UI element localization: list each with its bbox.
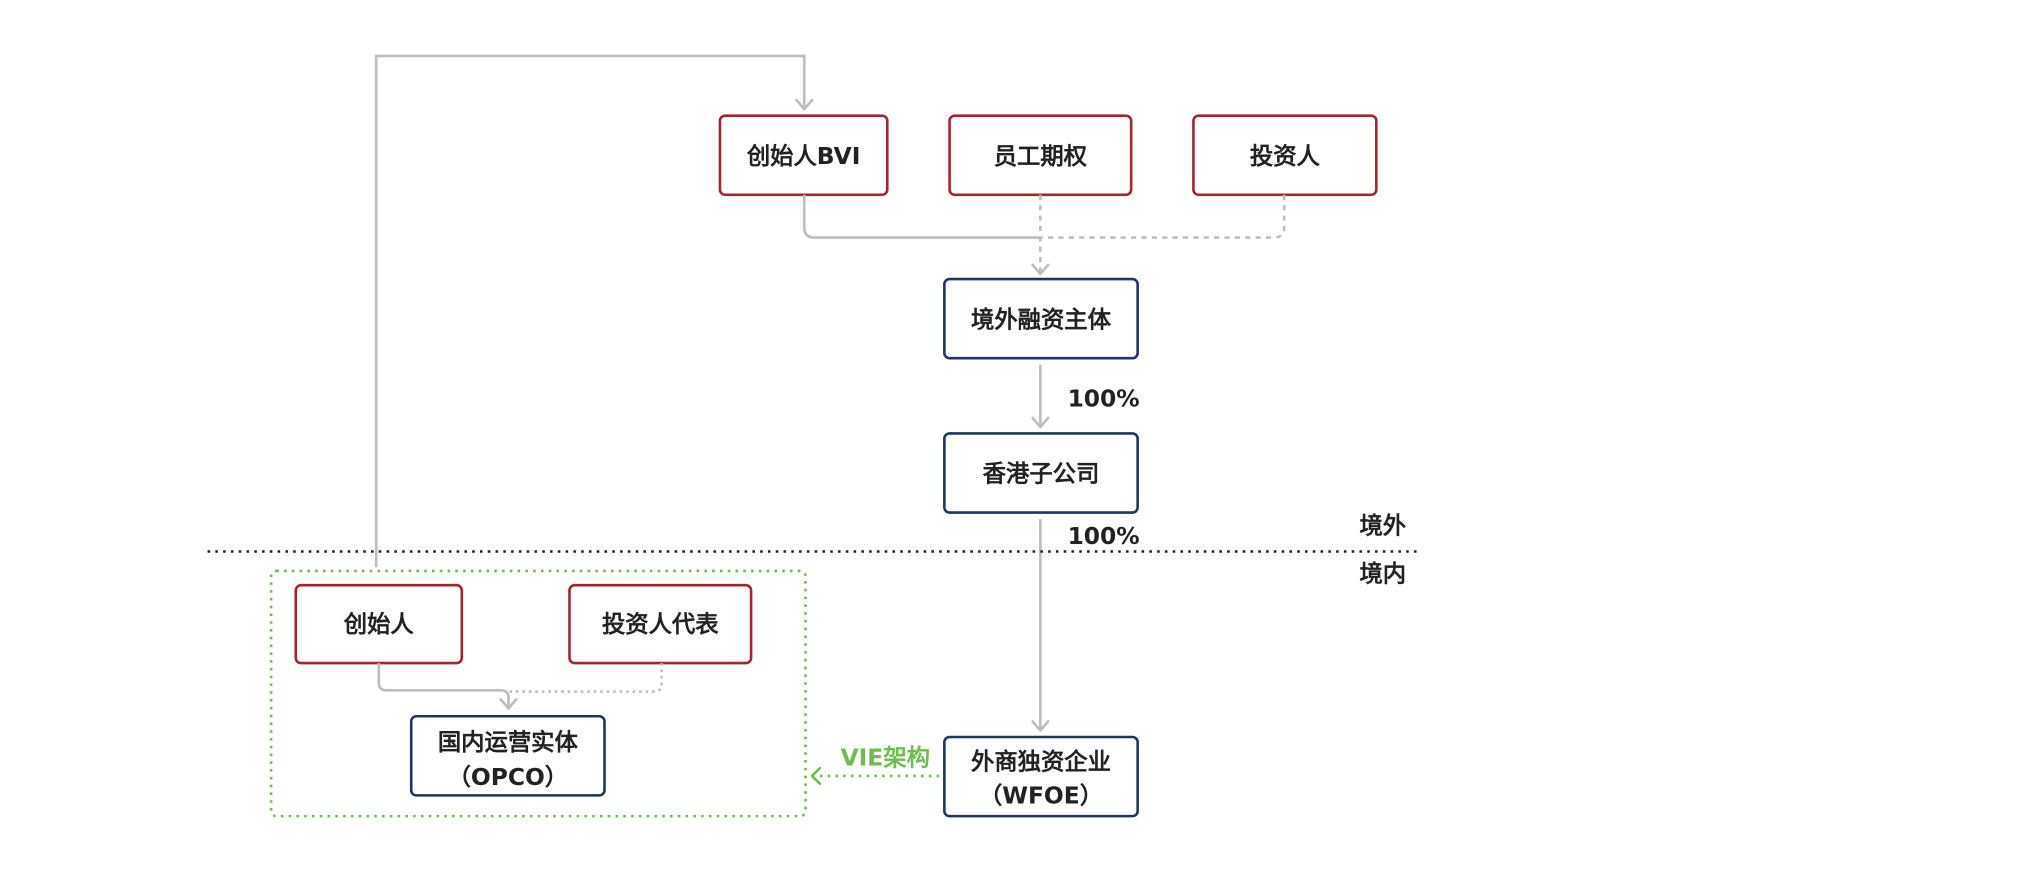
bvi-to-offshore-connector xyxy=(802,194,1041,239)
founder-bvi-label: 创始人BVI xyxy=(746,142,861,170)
hk-subsidiary-box xyxy=(943,432,1139,514)
wfoe-arrowhead xyxy=(1031,720,1050,732)
offshore-financing-entity-label: 境外融资主体 xyxy=(971,305,1112,333)
vie-arrowhead xyxy=(810,766,822,785)
hk-subsidiary-label: 香港子公司 xyxy=(983,460,1100,488)
offshore-financing-entity-box xyxy=(943,277,1139,360)
investors-label: 投资人 xyxy=(1250,142,1321,170)
founder-label: 创始人 xyxy=(343,610,415,638)
employee-options-label: 员工期权 xyxy=(994,142,1088,170)
vie-structure-label: VIE架构 xyxy=(841,744,930,772)
offshore-entity-arrowhead xyxy=(1031,263,1050,276)
wfoe-label-line1: 外商独资企业 xyxy=(971,748,1111,776)
investor-rep-box xyxy=(568,583,753,665)
offshore-region-label: 境外 xyxy=(1359,512,1406,540)
wfoe-label-line2: （WFOE） xyxy=(979,781,1103,809)
vie-group-boundary xyxy=(269,569,807,818)
wfoe-box xyxy=(943,735,1139,818)
offshore-to-hk-percentage: 100% xyxy=(1068,384,1140,412)
opco-box xyxy=(409,714,606,797)
founder-box xyxy=(294,583,464,665)
opco-label-line1: 国内运营实体 xyxy=(438,728,579,756)
hk-arrowhead xyxy=(1031,416,1050,429)
founder-to-opco-connector xyxy=(377,663,510,708)
opco-arrowhead xyxy=(499,698,518,710)
investor-rep-to-opco-connector xyxy=(508,663,663,693)
opco-label-line2: （OPCO） xyxy=(448,763,569,791)
hk-to-wfoe-percentage: 100% xyxy=(1068,522,1140,550)
investors-to-offshore-connector xyxy=(1040,194,1286,239)
investor-rep-label: 投资人代表 xyxy=(602,610,719,638)
founder-to-bvi-connector xyxy=(374,54,806,568)
founder-to-bvi-arrowhead xyxy=(795,98,814,111)
onshore-region-label: 境内 xyxy=(1359,560,1406,588)
